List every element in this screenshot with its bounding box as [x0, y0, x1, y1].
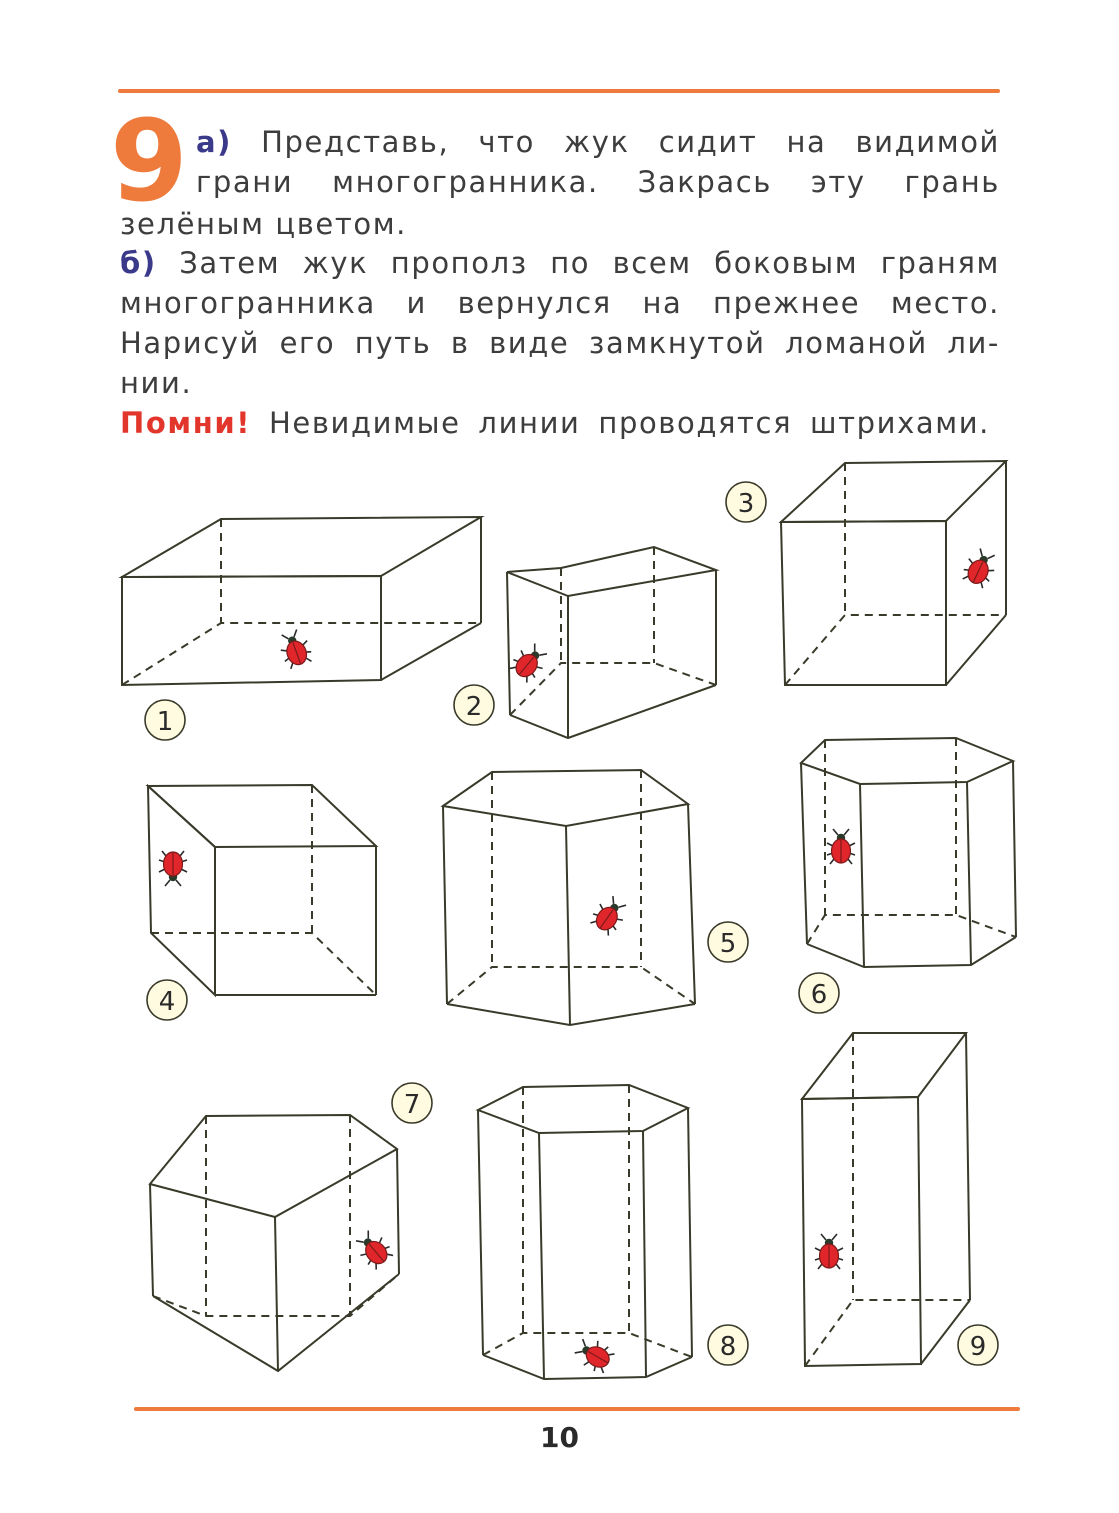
figure-label-8: 8 — [707, 1324, 749, 1366]
figure-8 — [475, 1083, 693, 1381]
figure-3 — [778, 459, 1009, 686]
figure-number-9: 9 — [970, 1332, 987, 1362]
part-a-line-1: а) Представь, что жук сидит на видимой — [196, 122, 1000, 162]
figure-label-2: 2 — [453, 684, 495, 726]
beetle-8 — [570, 1333, 617, 1377]
beetle-7 — [350, 1225, 397, 1273]
figure-number-4: 4 — [159, 987, 176, 1017]
figure-label-5: 5 — [707, 921, 749, 963]
beetle-4 — [158, 850, 188, 887]
part-a-label: а) — [196, 125, 233, 159]
part-a-text-1: Представь, что жук сидит на видимой — [261, 125, 1000, 159]
figure-9 — [799, 1032, 971, 1368]
figure-label-7: 7 — [391, 1082, 433, 1124]
beetle-2 — [506, 638, 553, 686]
figure-number-6: 6 — [811, 980, 828, 1010]
beetle-9 — [814, 1233, 844, 1270]
part-a-line-3: зелёным цветом. — [120, 207, 407, 241]
page-number: 10 — [540, 1421, 579, 1454]
figure-6 — [799, 736, 1017, 969]
part-b-line-3: Нарисуй его путь в виде замкнутой ломано… — [120, 326, 1000, 360]
figure-5 — [440, 768, 696, 1027]
figure-4 — [145, 783, 379, 998]
remember-line: Помни! Невидимые линии проводятся штриха… — [120, 403, 990, 443]
figure-7 — [148, 1113, 400, 1373]
remember-text: Невидимые линии проводятся штрихами. — [269, 406, 990, 440]
figure-number-1: 1 — [157, 707, 174, 737]
part-b-line-4: нии. — [120, 366, 193, 400]
beetle-1 — [275, 626, 316, 671]
figure-number-8: 8 — [720, 1332, 737, 1362]
figure-label-3: 3 — [725, 481, 767, 523]
remember-label: Помни! — [120, 406, 252, 440]
beetle-5 — [587, 891, 632, 939]
part-a-line-2: грани многогранника. Закрась эту грань — [196, 165, 1000, 199]
top-divider — [118, 89, 1000, 93]
figure-label-9: 9 — [957, 1324, 999, 1366]
figure-number-3: 3 — [738, 489, 755, 519]
beetle-6 — [826, 828, 856, 865]
figure-number-2: 2 — [466, 692, 483, 722]
figure-label-1: 1 — [144, 699, 186, 741]
part-b-line-1: б) Затем жук прополз по всем боковым гра… — [120, 243, 1000, 283]
figure-label-4: 4 — [146, 979, 188, 1021]
bottom-divider — [134, 1407, 1020, 1411]
part-b-line-2: многогранника и вернулся на прежнее мест… — [120, 286, 1000, 320]
figure-2 — [506, 545, 720, 740]
figure-number-7: 7 — [404, 1090, 421, 1120]
beetle-3 — [959, 545, 1001, 591]
task-number: 9 — [110, 97, 188, 227]
part-b-label: б) — [120, 246, 157, 280]
figure-number-5: 5 — [720, 929, 737, 959]
figure-1 — [118, 515, 485, 687]
part-b-text-1: Затем жук прополз по всем боковым граням — [179, 246, 1000, 280]
figure-label-6: 6 — [798, 972, 840, 1014]
